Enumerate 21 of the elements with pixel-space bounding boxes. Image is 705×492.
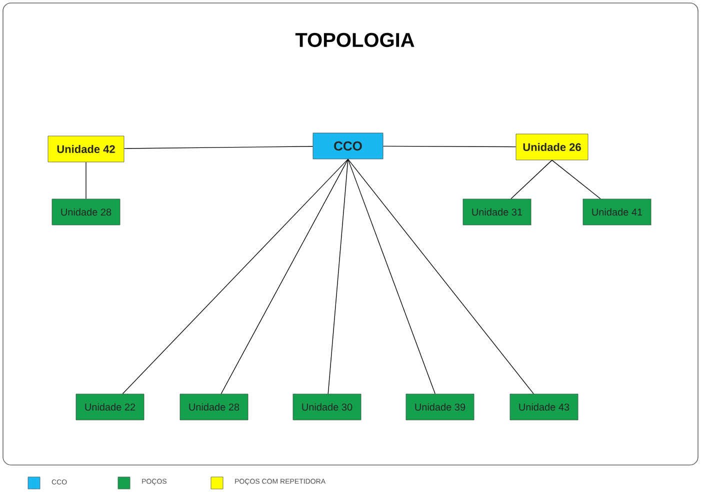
unit-box: Unidade 31 — [462, 198, 532, 226]
unit-box: Unidade 41 — [582, 198, 652, 226]
unit-box: Unidade 43 — [510, 394, 578, 420]
unit-box: Unidade 28 — [52, 198, 120, 226]
connector-line — [124, 146, 314, 149]
connector-line — [328, 158, 348, 394]
unit-box: Unidade 30 — [292, 394, 362, 420]
unit-box: Unidade 22 — [76, 394, 144, 420]
unit-box: Unidade 28 — [180, 394, 248, 420]
connector-line — [348, 158, 534, 394]
connector-line — [220, 158, 348, 394]
unit-box: Unidade 39 — [406, 394, 474, 420]
control-center-box: CCO — [312, 132, 384, 160]
connector-line — [552, 160, 601, 200]
connector-line — [382, 146, 516, 148]
repeater-box: Unidade 42 — [48, 136, 124, 162]
connector-line — [122, 158, 348, 394]
connector-line — [510, 160, 552, 200]
connector-line — [348, 158, 436, 394]
title: TOPOLOGIA — [295, 32, 414, 48]
repeater-box: Unidade 26 — [516, 134, 588, 160]
